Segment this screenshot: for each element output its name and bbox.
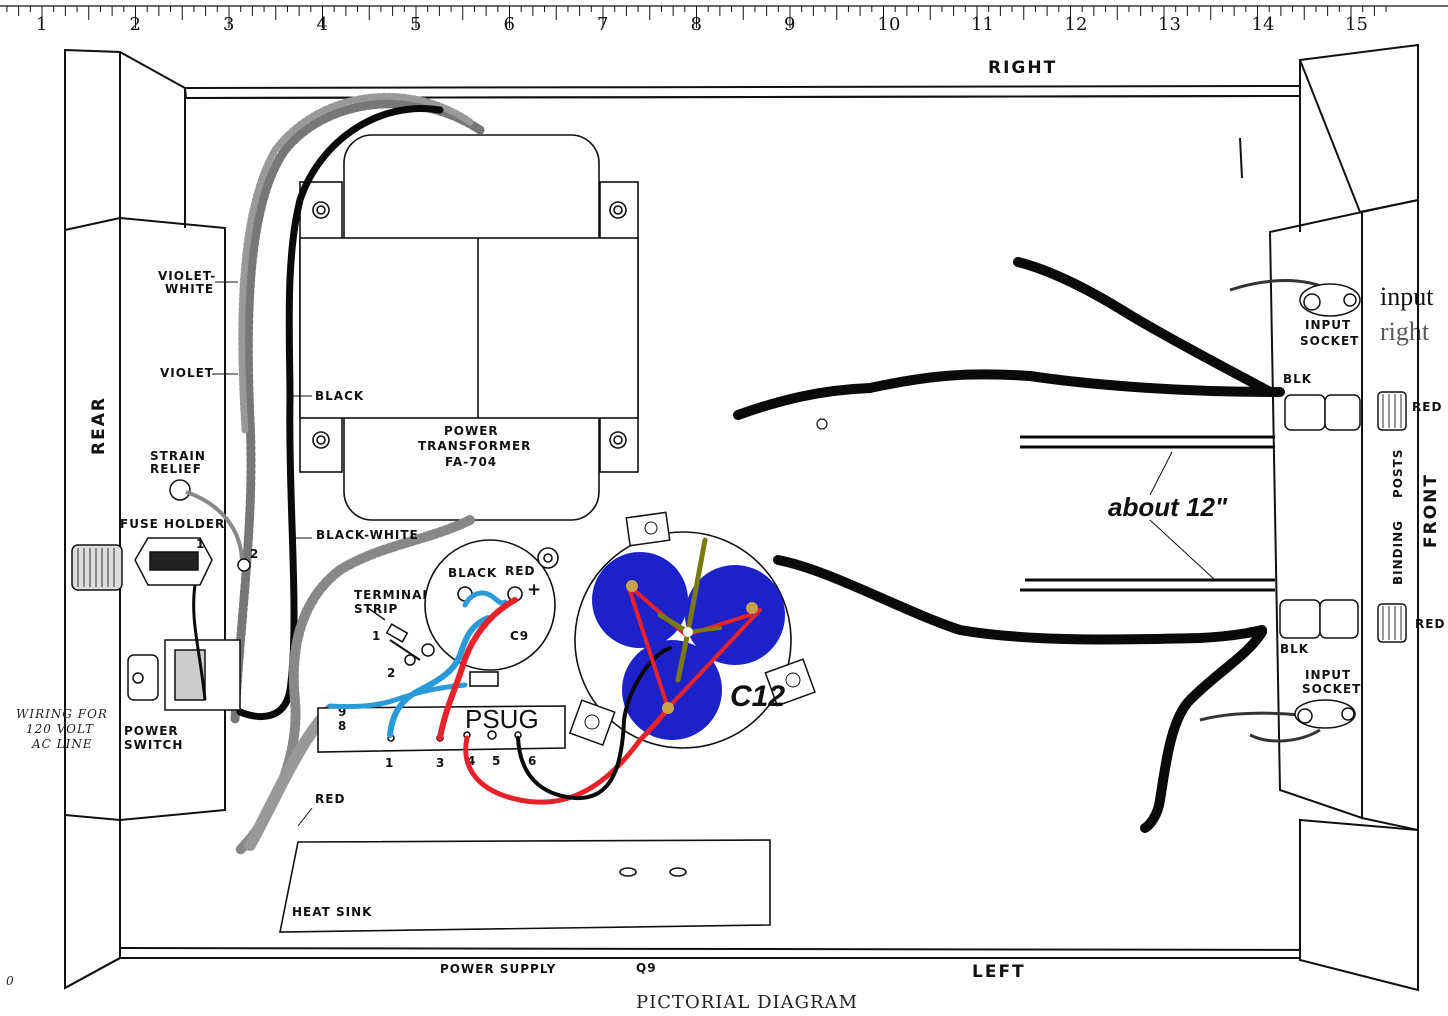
speaker-leads — [733, 257, 1285, 833]
label-blk-top: BLK — [1283, 372, 1312, 386]
label-violet-white-2: WHITE — [165, 282, 214, 296]
label-pcb-3: 3 — [436, 756, 445, 770]
ruler-number: 1 — [36, 14, 47, 35]
label-red-top: RED — [1412, 400, 1442, 414]
power-switch — [127, 584, 241, 711]
binding-post-bottom — [1279, 599, 1407, 643]
label-black: BLACK — [315, 389, 364, 403]
label-posts: POSTS — [1391, 449, 1405, 498]
label-red-bottom: RED — [1415, 617, 1445, 631]
label-terminal-strip-1: TERMINAL — [354, 588, 431, 602]
ruler-number: 6 — [504, 14, 515, 35]
label-red-wire: RED — [315, 792, 345, 806]
label-c9-black: BLACK — [448, 566, 497, 580]
label-blk-bottom: BLK — [1280, 642, 1309, 656]
terminal-strip — [367, 607, 435, 666]
label-pcb-4: 4 — [467, 754, 476, 768]
ruler-number: 10 — [878, 14, 901, 35]
power-transformer-label-3: FA-704 — [445, 455, 497, 469]
label-fuse-holder: FUSE HOLDER — [120, 517, 225, 531]
ruler-number: 9 — [784, 14, 795, 35]
ruler-number: 11 — [971, 14, 994, 35]
label-corner-zero: 0 — [6, 974, 15, 988]
ruler-number: 13 — [1158, 14, 1181, 35]
ruler-number: 12 — [1065, 14, 1088, 35]
label-pcb-pin-9: 9 — [338, 705, 347, 719]
ruler-number: 14 — [1252, 14, 1275, 35]
input-socket-bottom — [1199, 699, 1356, 743]
label-violet-white-1: VIOLET- — [158, 269, 216, 283]
label-pcb-5: 5 — [492, 754, 501, 768]
label-c9-red: RED — [505, 564, 535, 578]
label-pcb-pin-8: 8 — [338, 719, 347, 733]
label-input-socket-top-2: SOCKET — [1300, 334, 1359, 348]
fuse-holder — [71, 537, 251, 591]
label-c9-plus: + — [527, 580, 543, 600]
ruler-number: 5 — [410, 14, 421, 35]
label-ts-lug-1: 1 — [372, 629, 381, 643]
label-right: RIGHT — [988, 58, 1057, 78]
label-pcb-6: 6 — [528, 754, 537, 768]
ruler-number: 3 — [223, 14, 234, 35]
label-terminal-strip-2: STRIP — [354, 602, 398, 616]
input-socket-top — [1229, 279, 1361, 317]
label-ts-lug-2: 2 — [387, 666, 396, 680]
label-heat-sink: HEAT SINK — [292, 905, 372, 919]
label-power-switch-2: SWITCH — [124, 738, 183, 752]
power-transformer-label-2: TRANSFORMER — [418, 439, 531, 453]
capacitor-c9 — [424, 539, 559, 687]
hand-right: right — [1380, 317, 1430, 346]
label-fuse-pin-2: 2 — [250, 547, 259, 561]
label-input-socket-bottom-1: INPUT — [1305, 668, 1351, 682]
ruler-number: 8 — [691, 14, 702, 35]
label-pictorial-diagram: PICTORIAL DIAGRAM — [636, 992, 858, 1013]
power-transformer-label-1: POWER — [444, 424, 499, 438]
length-marker-lines — [1020, 435, 1275, 592]
label-rear: REAR — [89, 396, 109, 455]
ruler-number: 2 — [130, 14, 141, 35]
label-psug: PSUG — [465, 704, 539, 734]
label-input-socket-bottom-2: SOCKET — [1302, 682, 1361, 696]
label-power-switch-1: POWER — [124, 724, 179, 738]
label-violet: VIOLET — [160, 366, 214, 380]
wiring-note-3: AC LINE — [31, 737, 93, 751]
label-black-white: BLACK-WHITE — [316, 528, 419, 542]
binding-post-top — [1284, 391, 1407, 431]
label-q9: Q9 — [636, 961, 657, 975]
colored-wiring — [327, 537, 762, 805]
label-input-socket-top-1: INPUT — [1305, 318, 1351, 332]
label-power-supply: POWER SUPPLY — [440, 962, 556, 976]
transformer-lead-bundle — [230, 93, 485, 855]
wiring-note-2: 120 VOLT — [26, 722, 94, 736]
label-c9: C9 — [510, 629, 529, 643]
ruler-number: 15 — [1345, 14, 1368, 35]
label-binding: BINDING — [1391, 520, 1405, 585]
chassis — [64, 43, 1419, 992]
strain-relief — [169, 479, 244, 561]
ruler-number: 4 — [317, 14, 328, 35]
hand-input: input — [1380, 282, 1434, 311]
label-front: FRONT — [1421, 473, 1441, 548]
label-c12: C12 — [730, 680, 785, 713]
label-left: LEFT — [972, 962, 1026, 982]
wiring-note-1: WIRING FOR — [16, 707, 108, 721]
label-pcb-1: 1 — [385, 756, 394, 770]
label-fuse-pin-1: 1 — [196, 537, 205, 551]
label-strain-relief-2: RELIEF — [150, 462, 202, 476]
power-transformer — [299, 134, 639, 521]
note-about-12: about 12" — [1108, 492, 1228, 522]
heat-sink — [279, 839, 771, 933]
label-strain-relief-1: STRAIN — [150, 449, 206, 463]
ruler-number: 7 — [597, 14, 608, 35]
